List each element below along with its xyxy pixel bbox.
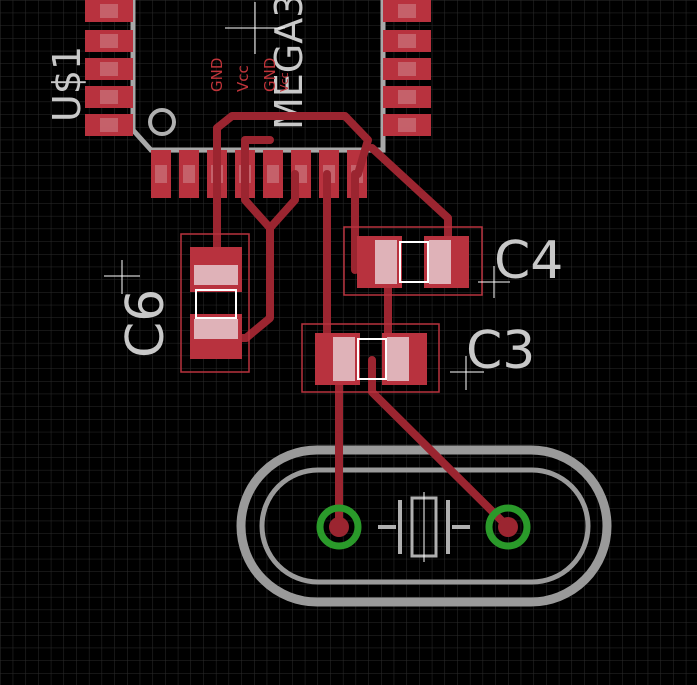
capacitor-c3[interactable]: C3 [301, 321, 535, 393]
c4-pad-2-inner [429, 240, 451, 284]
ic-left-pad-inner [100, 4, 118, 132]
c3-courtyard [301, 323, 440, 393]
c6-origin-marker [104, 260, 140, 294]
pin-label-vcc: Vcc [234, 65, 252, 92]
capacitor-c4[interactable]: C4 [343, 226, 563, 298]
crystal-pad-2[interactable] [485, 504, 531, 550]
trace-vcc-top [241, 136, 274, 178]
crystal-pad-1-hole [329, 517, 349, 537]
c4-courtyard [343, 226, 483, 296]
c3-pad-2-inner [387, 337, 409, 381]
trace-v-left [241, 170, 274, 232]
c3-body-outline [357, 338, 387, 380]
c6-courtyard [180, 233, 250, 373]
ic-origin-marker [225, 2, 285, 54]
c3-origin-marker [450, 356, 484, 390]
c3-pad-1-inner [333, 337, 355, 381]
c3-label: C3 [466, 321, 535, 381]
crystal-pad-1[interactable] [316, 504, 362, 550]
c6-pad-2-inner [194, 319, 238, 339]
c4-pad-1-inner [375, 240, 397, 284]
c4-label: C4 [494, 231, 563, 291]
ic-value-label: MEGA3 [267, 0, 311, 130]
pin1-marker [148, 108, 176, 136]
ic-left-pads [85, 0, 133, 136]
ic-right-pads [383, 0, 431, 136]
crystal-footprint[interactable] [236, 445, 612, 607]
pin-label-vcc-2: Vcc [278, 72, 291, 92]
crystal-pad-2-hole [498, 517, 518, 537]
c6-label: C6 [116, 289, 176, 358]
crystal-outer-outline [236, 445, 612, 607]
ic-right-pad-inner [398, 4, 416, 132]
trace-v-right [266, 170, 299, 232]
c6-pad-1-inner [194, 265, 238, 285]
pin-label-gnd-2: GND [261, 58, 279, 92]
pin-label-gnd-1: GND [208, 58, 226, 92]
capacitor-c6[interactable]: C6 [104, 233, 250, 373]
c4-body-outline [399, 241, 429, 283]
crystal-inner-outline [259, 467, 591, 585]
ic-name-label: U$1 [45, 46, 89, 122]
trace-gnd-loop [213, 112, 372, 178]
crystal-pads[interactable] [316, 504, 531, 550]
c4-origin-marker [478, 266, 510, 298]
c6-body-outline [195, 289, 237, 319]
crystal-oscillator-icon [378, 492, 470, 562]
